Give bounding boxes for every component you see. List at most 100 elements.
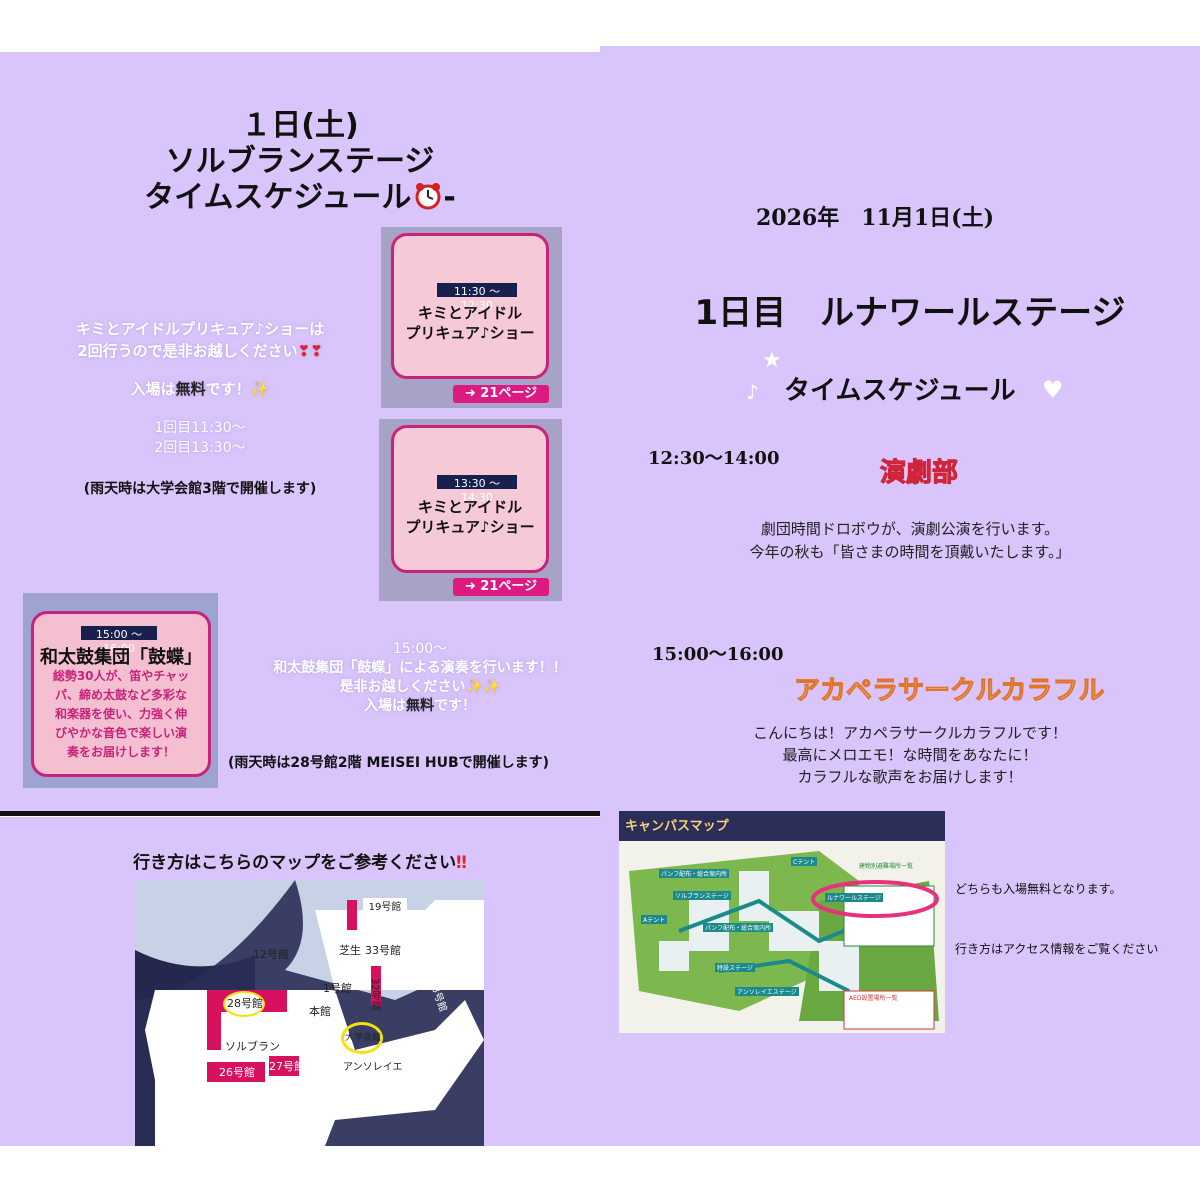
show-card-2-title-2: プリキュア♪ショー [405, 518, 535, 536]
taiko-desc-3: 和楽器を使い、力強く伸 [54, 707, 187, 721]
taiko-desc-2: パ、締め太鼓など多彩な [54, 688, 187, 702]
label-26: 26号館 [219, 1066, 255, 1079]
note-access: 行き方はアクセス情報をご覧ください [955, 942, 1159, 956]
title-line-1: １日(土) [241, 108, 359, 143]
title-suffix: ‐ [443, 180, 456, 215]
map-ctent: Cテント [791, 857, 818, 866]
taiko-desc-1: 総勢30人が、笛やチャッ [52, 669, 190, 683]
label-ansoleil: アンソレイエ [343, 1062, 403, 1073]
day-title: 1日目 ルナワールステージ [694, 293, 1126, 333]
show-card-2-page-button[interactable]: ➜ 21ページ [453, 578, 549, 596]
show-card-1-inner [391, 233, 549, 379]
slot-2-time: 15:00〜16:00 [652, 644, 784, 665]
label-27: 27号館 [269, 1060, 305, 1073]
map-heading: 行き方はこちらのマップをご参考ください‼ [60, 848, 540, 873]
map-solstage: ソルブランステージ [673, 891, 731, 900]
map-list-2: AED設置場所一覧 [849, 995, 898, 1002]
label-lawn: 芝生 [339, 944, 361, 957]
building-28-wing [207, 990, 221, 1050]
left-title: １日(土) ソルブランステージ タイムスケジュール‐ [100, 108, 500, 216]
free-prefix: 入場は [130, 380, 176, 398]
slot-1-desc-2: 今年の秋も「皆さまの時間を頂戴いたします。」 [749, 543, 1071, 561]
slot-2-desc-2: 最高にメロエモ！な時間をあなたに！ [782, 746, 1038, 764]
map-pamph-2: パンフ配布・総合案内所 [703, 923, 774, 932]
show-card-1-page-button[interactable]: ➜ 21ページ [453, 385, 549, 403]
show-card-2: 13:30 ～ 14:30 キミとアイドル プリキュア♪ショー ➜ 21ページ [379, 419, 562, 601]
label-19: 19号館 [363, 898, 407, 913]
free-entry-line: 入場は無料です！✨ [20, 378, 380, 399]
rain-note-2: (雨天時は28号館2階 MEISEI HUBで開催します) [228, 755, 550, 771]
label-honkan: 本館 [309, 1005, 331, 1018]
taiko-free-row: 入場は無料です！ [240, 697, 600, 716]
sparkle-icon: ✨✨ [465, 679, 501, 695]
circle-28 [223, 991, 265, 1017]
taiko-desc-5: 奏をお届けします！ [66, 745, 175, 759]
show-card-1-title-1: キミとアイドル [417, 304, 523, 322]
show-card-2-inner [391, 425, 549, 573]
title-line-2: ソルブランステージ [165, 144, 435, 179]
promo-line-1: キミとアイドルプリキュア♪ショーは [75, 320, 325, 338]
slot-2-desc-3: カラフルな歌声をお届けします！ [797, 768, 1023, 786]
taiko-free-word: 無料 [406, 698, 434, 714]
slot-2-group: アカペラサークルカラフル [793, 676, 1105, 707]
label-daigaku: 大学会館 [345, 1033, 382, 1043]
taiko-card-time: 15:00 ～ 16:00 [81, 626, 157, 655]
taiko-card-desc: 総勢30人が、笛やチャッ パ、締め太鼓など多彩な 和楽器を使い、力強く伸 びやか… [37, 667, 205, 762]
schedule-title: タイムスケジュール [784, 376, 1016, 406]
show-card-1-title-2: プリキュア♪ショー [405, 324, 535, 342]
taiko-info-3: 是非お越しください [339, 679, 466, 695]
promo-line-2: 2回行うので是非お越しください [77, 342, 298, 360]
slot-2-desc-1: こんにちは！アカペラサークルカラフルです！ [752, 724, 1068, 742]
round-1: 1回目11:30〜 [154, 420, 246, 436]
star-icon: ★ [762, 348, 782, 373]
map-atent: Aテント [641, 915, 668, 924]
promo-block: キミとアイドルプリキュア♪ショーは 2回行うので是非お越しください❣❣ [20, 318, 380, 362]
event-date: 2026年 11月1日(土) [756, 205, 994, 231]
title-line-3: タイムスケジュール [144, 180, 412, 215]
show-card-2-title: キミとアイドル プリキュア♪ショー [395, 497, 545, 537]
circle-daigaku [341, 1022, 383, 1054]
label-32: 32号館 [369, 978, 380, 1011]
note-free: どちらも入場無料となります。 [955, 882, 1122, 896]
label-33: 33号館 [365, 944, 401, 957]
map-list: 建物別避難場所一覧 [859, 863, 914, 870]
label-1: 1号館 [323, 982, 352, 995]
show-card-1-time: 11:30 ～ 12:30 [437, 283, 517, 312]
map-special: 特設ステージ [715, 963, 755, 972]
building-32-block [371, 966, 381, 1006]
map-heading-text: 行き方はこちらのマップをご参考ください [133, 853, 457, 873]
map-lunar: ルナワールステージ [825, 893, 883, 902]
show-card-1: 11:30 ～ 12:30 キミとアイドル プリキュア♪ショー ➜ 21ページ [381, 227, 562, 408]
divider-line [0, 811, 600, 816]
taiko-desc-4: びやかな音色で楽しい演 [54, 726, 187, 740]
show-card-2-time: 13:30 ～ 14:30 [437, 475, 517, 504]
show-card-1-title: キミとアイドル プリキュア♪ショー [395, 303, 545, 343]
label-sol: ソルブラン [225, 1040, 280, 1053]
taiko-card-title: 和太鼓集団「鼓蝶」 [40, 647, 202, 668]
taiko-info-3-row: 是非お越しください✨✨ [240, 678, 600, 697]
taiko-card-inner [31, 611, 211, 777]
campus-map-right: キャンパスマップ パンフ配布・総合案内所 ソルブランステージ Cテント 建物別避… [619, 811, 945, 1033]
map-art [619, 841, 945, 1033]
rain-note: (雨天時は大学会館3階で開催します) [83, 481, 317, 497]
free-suffix: です！ [205, 380, 251, 398]
free-word: 無料 [175, 380, 206, 398]
building-19-block [347, 900, 357, 930]
building-27-block [269, 1056, 299, 1076]
slot-2-desc: こんにちは！アカペラサークルカラフルです！ 最高にメロエモ！な時間をあなたに！ … [640, 722, 1180, 788]
slot-1-group: 演劇部 [879, 458, 959, 489]
slot-1-time: 12:30〜14:00 [648, 448, 780, 469]
map-pamph-1: パンフ配布・総合案内所 [659, 869, 730, 878]
building-26-block [207, 1062, 265, 1082]
slot-1-desc-1: 劇団時間ドロボウが、演劇公演を行います。 [760, 520, 1060, 538]
label-28: 28号館 [227, 997, 263, 1010]
slot-1-desc: 劇団時間ドロボウが、演劇公演を行います。 今年の秋も「皆さまの時間を頂戴いたしま… [640, 518, 1180, 564]
title-line-3-row: タイムスケジュール‐ [100, 180, 500, 216]
taiko-info-1: 15:00〜 [392, 641, 448, 657]
show-card-2-title-1: キミとアイドル [417, 498, 523, 516]
music-note-icon: ♪ [746, 380, 759, 404]
taiko-info-2: 和太鼓集団「鼓蝶」による演奏を行います！！ [273, 660, 567, 676]
map-title: キャンパスマップ [625, 819, 729, 834]
red-exclamation-icon: ‼ [456, 853, 467, 873]
campus-map-left: 19号館 12号館 芝生 33号館 28号館 1号館 32号館 23号館 本館 … [135, 880, 484, 1146]
